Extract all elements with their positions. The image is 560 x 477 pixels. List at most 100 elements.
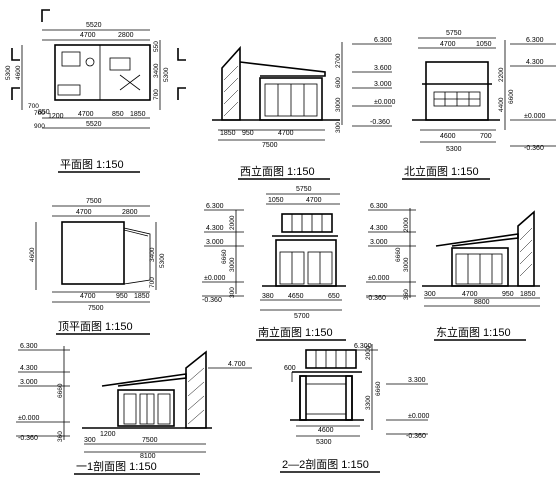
- plan-dim-right-c: 700: [153, 89, 160, 100]
- south-dim-left-d: 300: [229, 287, 236, 298]
- section2-dim-right-a: 2000: [365, 345, 372, 360]
- south-dim-bottom-c: 650: [328, 293, 340, 300]
- south-dim-left-c: 3000: [229, 257, 236, 272]
- section1-dim-left-a: 6660: [57, 383, 64, 398]
- north-level-3: -0.360: [524, 145, 544, 152]
- roof-dim-right-a: 3400: [149, 247, 156, 262]
- west-level-2: 3.000: [374, 81, 392, 88]
- plan-dim-left-c: 700: [34, 110, 45, 117]
- north-dim-bottom-b: 700: [480, 133, 492, 140]
- north-level-2: ±0.000: [524, 113, 545, 120]
- roof-dim-bottom-total: 7500: [88, 305, 104, 312]
- roof-dim-bottom-c: 1850: [134, 293, 150, 300]
- plan-dim-bottom-a: 4700: [78, 111, 94, 118]
- plan-dim-bottom-small2: 1200: [48, 113, 64, 120]
- south-dim-left-a: 2000: [229, 215, 236, 230]
- section1-dim-bottom-c: 7500: [142, 437, 158, 444]
- west-level-1: 3.600: [374, 65, 392, 72]
- section1-level-2: 3.000: [20, 379, 38, 386]
- roof-plan: 7500 4700 2800 4600 3400 700 5300 4700 9…: [29, 198, 166, 335]
- section2-dim-top: 600: [284, 365, 296, 372]
- east-dim-bottom-total: 8800: [474, 299, 490, 306]
- east-dim-left-c: 3000: [403, 257, 410, 272]
- section2-level-0: 6.300: [354, 343, 372, 350]
- west-dim-left-a: 2700: [335, 53, 342, 68]
- section2-dim-bottom-b: 5300: [316, 439, 332, 446]
- east-level-1: 4.300: [370, 225, 388, 232]
- south-dim-top-b: 4700: [306, 197, 322, 204]
- section2-title: 2—2剖面图 1:150: [282, 457, 369, 471]
- section1-level-1: 4.300: [20, 365, 38, 372]
- south-elevation: 5750 1050 4700 2000 6660 3000 300 6.300 …: [202, 186, 346, 341]
- east-dim-bottom-d: 1850: [520, 291, 536, 298]
- section-1-1: 6660 360 6.300 4.300 3.000 ±0.000 -0.360…: [16, 343, 252, 475]
- east-dim-bottom-a: 300: [424, 291, 436, 298]
- north-dim-top-a: 4700: [440, 41, 456, 48]
- north-dim-right-b: 6600: [508, 89, 515, 104]
- west-dim-bottom-a: 1850: [220, 130, 236, 137]
- roof-dim-left: 4600: [29, 247, 36, 262]
- north-title: 北立面图 1:150: [404, 164, 479, 178]
- floor-plan: 5520 4700 2800 5300 4600 700 700 550 340…: [5, 9, 186, 173]
- west-dim-left-b: 600: [335, 77, 342, 88]
- west-dim-bottom-b: 950: [242, 130, 254, 137]
- west-title: 西立面图 1:150: [240, 164, 315, 178]
- east-title: 东立面图 1:150: [436, 325, 511, 339]
- north-dim-right-a: 2200: [498, 67, 505, 82]
- west-level-4: -0.360: [370, 119, 390, 126]
- roof-title: 顶平面图 1:150: [58, 320, 133, 333]
- east-level-4: -0.360: [366, 295, 386, 302]
- west-level-3: ±0.000: [374, 99, 395, 106]
- plan-dim-right-b: 3400: [153, 63, 160, 78]
- south-dim-top-a: 1050: [268, 197, 284, 204]
- roof-dim-top-a: 4700: [76, 209, 92, 216]
- section1-level-3: ±0.000: [18, 415, 39, 422]
- west-dim-bottom-total: 7500: [262, 142, 278, 149]
- south-level-3: ±0.000: [204, 275, 225, 282]
- east-dim-bottom-b: 4700: [462, 291, 478, 298]
- plan-title: 平面图 1:150: [60, 158, 124, 171]
- east-level-2: 3.000: [370, 239, 388, 246]
- section1-level-5: 4.700: [228, 361, 246, 368]
- plan-dim-top-total: 5520: [86, 22, 102, 29]
- plan-dim-bottom-b: 850: [112, 111, 124, 118]
- north-elevation: 5750 4700 1050 4600 700 5300 2200 6600 4…: [402, 30, 556, 180]
- section1-title: 一1剖面图 1:150: [76, 459, 157, 473]
- south-dim-top-total: 5750: [296, 186, 312, 193]
- south-title: 南立面图 1:150: [258, 325, 333, 339]
- east-dim-left-b: 6660: [395, 247, 402, 262]
- west-elevation: 1850 950 4700 7500 2700 600 3000 300 6.3…: [212, 37, 395, 180]
- section1-level-4: -0.360: [18, 435, 38, 442]
- section1-dim-bottom-a: 300: [84, 437, 96, 444]
- plan-dim-right-total: 5300: [163, 67, 170, 82]
- plan-dim-bottom-total: 5520: [86, 121, 102, 128]
- section1-dim-bottom-total: 8100: [140, 453, 156, 460]
- roof-dim-bottom-b: 950: [116, 293, 128, 300]
- south-level-4: -0.360: [202, 297, 222, 304]
- plan-dim-left-a: 4600: [15, 65, 22, 80]
- west-level-0: 6.300: [374, 37, 392, 44]
- west-dim-bottom-c: 4700: [278, 130, 294, 137]
- section2-level-3: -0.360: [406, 433, 426, 440]
- section2-dim-right-c: 3300: [365, 395, 372, 410]
- plan-dim-corner: 900: [34, 123, 45, 130]
- roof-dim-top-total: 7500: [86, 198, 102, 205]
- plan-dim-right-a: 550: [153, 41, 160, 52]
- north-dim-bottom-total: 5300: [446, 146, 462, 153]
- section2-level-2: ±0.000: [408, 413, 429, 420]
- roof-dim-bottom-a: 4700: [80, 293, 96, 300]
- west-dim-left-d: 300: [335, 122, 342, 133]
- east-dim-left-a: 2000: [403, 217, 410, 232]
- north-dim-bottom-a: 4600: [440, 133, 456, 140]
- south-dim-left-b: 6660: [221, 249, 228, 264]
- south-dim-bottom-total: 5700: [294, 313, 310, 320]
- section2-dim-right-b: 6660: [375, 381, 382, 396]
- plan-dim-left-b: 700: [28, 103, 39, 110]
- north-level-1: 4.300: [526, 59, 544, 66]
- north-level-0: 6.300: [526, 37, 544, 44]
- plan-dim-top-b: 2800: [118, 32, 134, 39]
- west-dim-left-c: 3000: [335, 97, 342, 112]
- section2-dim-bottom-a: 4600: [318, 427, 334, 434]
- plan-dim-top-a: 4700: [80, 32, 96, 39]
